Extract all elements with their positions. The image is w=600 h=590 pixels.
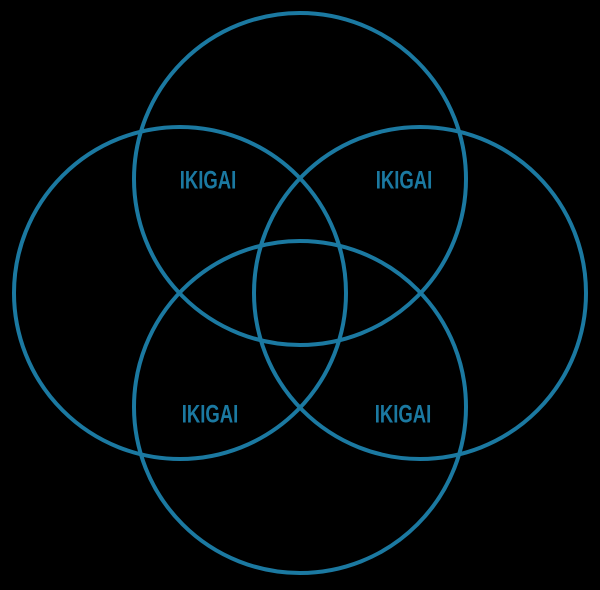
ikigai-label-upper-left: IKIGAI	[179, 166, 237, 195]
ikigai-label-lower-left: IKIGAI	[181, 400, 239, 429]
ikigai-label-upper-right: IKIGAI	[375, 166, 433, 195]
right-circle	[252, 125, 588, 461]
top-circle	[132, 11, 468, 347]
left-circle	[12, 125, 348, 461]
bottom-circle	[132, 239, 468, 575]
ikigai-label-lower-right: IKIGAI	[374, 400, 432, 429]
